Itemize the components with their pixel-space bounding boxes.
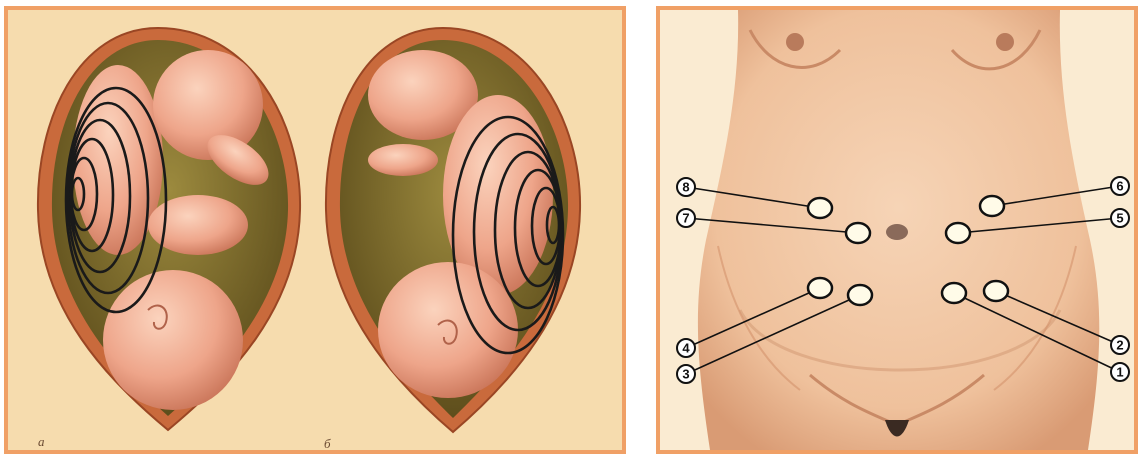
caption-b: б: [324, 436, 331, 452]
listening-point-2: [984, 281, 1008, 301]
fetal-position-svg: [8, 10, 622, 450]
point-label-7: 7: [682, 211, 689, 226]
point-label-6: 6: [1116, 179, 1123, 194]
listening-point-1: [942, 283, 966, 303]
listening-point-3: [848, 285, 872, 305]
listening-point-7: [846, 223, 870, 243]
point-label-2: 2: [1116, 338, 1123, 353]
uterus-a: [38, 28, 300, 430]
point-label-4: 4: [682, 341, 690, 356]
nipple-left: [786, 33, 804, 51]
abdomen-svg: 1 2 3 4 5 6 7 8: [660, 10, 1134, 450]
fetal-position-illustration: а б: [4, 6, 626, 454]
abdomen-points-illustration: 1 2 3 4 5 6 7 8: [656, 6, 1138, 454]
nipple-right: [996, 33, 1014, 51]
caption-a: а: [38, 434, 45, 450]
point-label-8: 8: [682, 180, 689, 195]
listening-point-8: [808, 198, 832, 218]
point-label-1: 1: [1116, 365, 1123, 380]
listening-point-4: [808, 278, 832, 298]
point-label-5: 5: [1116, 211, 1123, 226]
navel: [886, 224, 908, 240]
listening-point-5: [946, 223, 970, 243]
listening-point-6: [980, 196, 1004, 216]
point-label-3: 3: [682, 367, 689, 382]
uterus-b: [326, 28, 580, 432]
